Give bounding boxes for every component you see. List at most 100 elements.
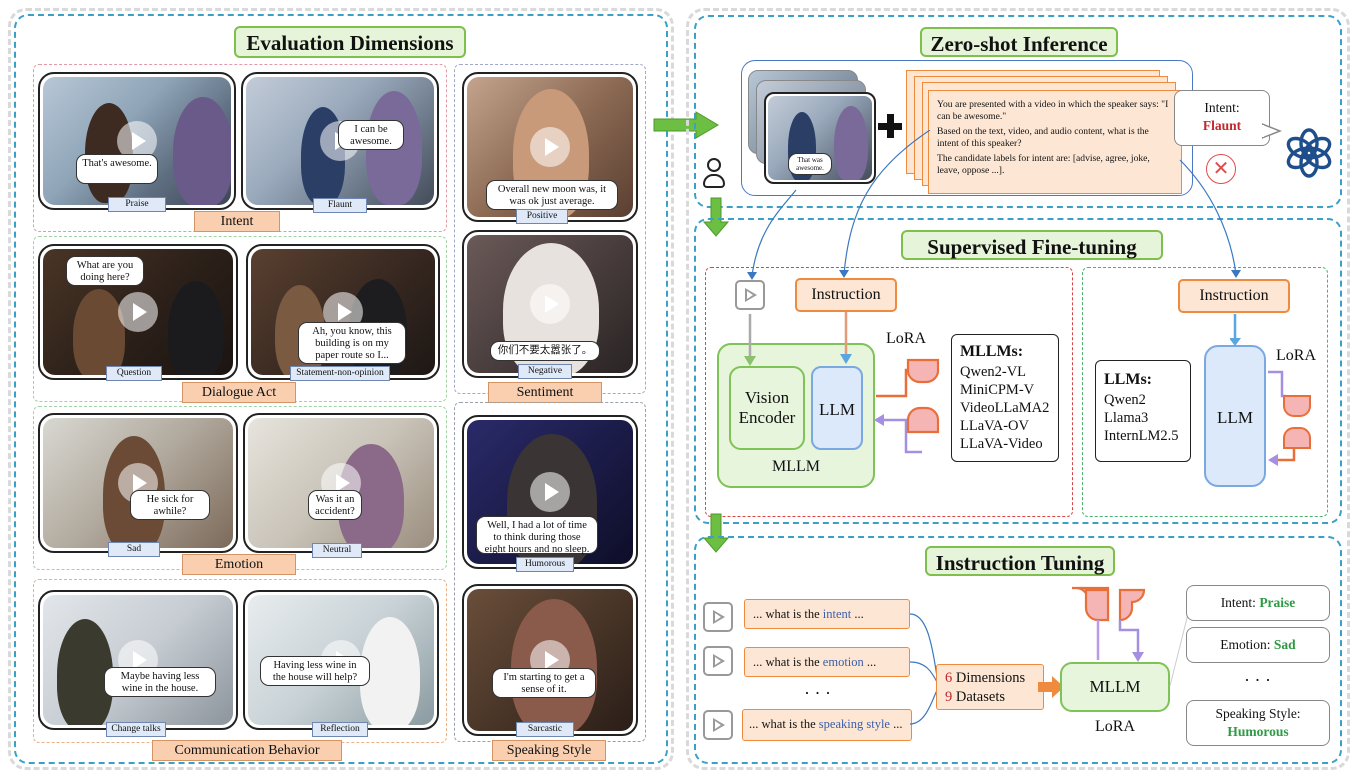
it-video-icon-2 [703, 646, 733, 676]
speaking-style-clip-1-tag: Humorous [516, 557, 574, 572]
prompt-line-3: The candidate labels for intent are: [ad… [937, 153, 1150, 176]
datasets-line: 9 Datasets [945, 688, 1035, 707]
video-frame [43, 595, 233, 725]
llm-label: LLM [819, 400, 855, 419]
it-prompt-keyword: intent [822, 607, 852, 621]
datasets-text: Datasets [955, 689, 1005, 705]
it-output-speaking-style: Speaking Style: Humorous [1186, 700, 1330, 746]
intent-clip-2-bubble: I can be awesome. [338, 120, 404, 150]
intent-clip-1-bubble: That's awesome. [76, 154, 158, 184]
person-figure [360, 617, 420, 725]
it-output-emotion: Emotion: Sad [1186, 627, 1330, 663]
it-video-icon-1 [703, 602, 733, 632]
datasets-count: 9 [945, 689, 953, 705]
it-prompt-keyword: emotion [822, 655, 864, 669]
speaking-style-clip-2-bubble: I'm starting to get a sense of it. [492, 668, 596, 698]
emotion-clip-2[interactable] [243, 413, 439, 553]
green-down-arrow-icon-2 [703, 513, 729, 553]
it-video-icon-3 [703, 710, 733, 740]
sft-llm-lora-label: LoRA [1276, 347, 1316, 364]
dialogue-act-clip-2-bubble: Ah, you know, this building is on my pap… [298, 322, 406, 364]
speaking-style-clip-2[interactable] [462, 584, 638, 736]
mllm-label: MLLM [772, 458, 820, 475]
sentiment-clip-2-tag: Negative [518, 364, 572, 379]
it-prompt-intent: ... what is the intent ... [744, 599, 910, 629]
it-lora-adapter-icon [1072, 586, 1146, 662]
evaluation-dimensions-panel [14, 14, 668, 764]
llm-lora-arrows [1230, 314, 1296, 466]
answer-value: Flaunt [1202, 118, 1242, 133]
llm-box: LLM [1204, 345, 1266, 487]
output-prefix: Intent: [1220, 595, 1256, 610]
it-prompt-emotion: ... what is the emotion ... [744, 647, 910, 677]
communication-clip-2-bubble: Having less wine in the house will help? [260, 656, 370, 686]
speaking-style-label: Speaking Style [492, 740, 606, 761]
communication-clip-1-tag: Change talks [106, 722, 166, 737]
vision-encoder-label: Vision Encoder [738, 388, 796, 427]
speaking-style-clip-1-bubble: Well, I had a lot of time to think durin… [476, 516, 598, 555]
openai-logo-icon [1286, 128, 1332, 178]
it-output-connectors [1169, 605, 1191, 687]
dialogue-act-clip-2-tag: Statement-non-opinion [290, 366, 390, 381]
zero-shot-to-sft-connectors [747, 130, 1241, 280]
sentiment-clip-1-bubble: Overall new moon was, it was ok just ave… [486, 180, 618, 210]
emotion-clip-1[interactable] [38, 413, 238, 553]
person-figure [173, 97, 231, 205]
play-icon [118, 292, 158, 332]
output-prefix: Emotion: [1220, 637, 1271, 652]
play-icon [530, 127, 570, 167]
output-value: Sad [1273, 637, 1296, 652]
evaluation-dimensions-title: Evaluation Dimensions [234, 26, 466, 58]
intent-clip-1-tag: Praise [108, 197, 166, 212]
left-panel-outer [8, 8, 674, 770]
mllm-item: LLaVA-Video [960, 436, 1043, 452]
green-down-arrow-icon [703, 197, 729, 237]
emotion-clip-2-bubble: Was it an accident? [308, 490, 362, 520]
dimensions-count: 6 [945, 670, 953, 686]
llm-box-mllm: LLM [811, 366, 863, 450]
emotion-clip-1-tag: Sad [108, 542, 160, 557]
mllm-item: LLaVA-OV [960, 418, 1029, 434]
it-prompt-prefix: ... what is the [753, 607, 820, 621]
mllms-list-box: MLLMs: Qwen2-VL MiniCPM-V VideoLLaMA2 LL… [951, 334, 1059, 462]
orange-arrow-icon [1038, 676, 1064, 698]
intent-clip-1[interactable] [38, 72, 236, 210]
vision-encoder-box: Vision Encoder [729, 366, 805, 450]
video-frame [467, 589, 633, 731]
zero-shot-video-thumb[interactable] [764, 92, 876, 184]
play-icon [530, 472, 570, 512]
intent-clip-2-tag: Flaunt [313, 198, 367, 213]
dialogue-act-clip-1-bubble: What are you doing here? [66, 256, 144, 286]
communication-clip-1[interactable] [38, 590, 238, 730]
zero-shot-answer: Intent: Flaunt [1174, 90, 1270, 146]
instruction-tuning-title: Instruction Tuning [925, 546, 1115, 576]
plus-icon [878, 114, 902, 138]
output-prefix: Speaking Style: [1215, 706, 1301, 721]
sentiment-label: Sentiment [488, 382, 602, 403]
answer-tail-icon [1262, 123, 1282, 139]
it-prompt-suffix: ... [893, 717, 903, 731]
sentiment-clip-1-tag: Positive [516, 209, 568, 224]
zero-shot-title: Zero-shot Inference [920, 27, 1118, 57]
prompt-line-2: Based on the text, video, and audio cont… [937, 126, 1149, 149]
dialogue-act-label: Dialogue Act [182, 382, 296, 403]
llms-title: LLMs: [1104, 371, 1152, 388]
it-mllm-box: MLLM [1060, 662, 1170, 712]
person-figure [168, 281, 224, 375]
video-frame [43, 77, 231, 205]
sentiment-clip-2-bubble: 你们不要太嚣张了。 [490, 341, 600, 361]
sft-instruction-llm: Instruction [1178, 279, 1290, 313]
it-mllm-label: MLLM [1089, 677, 1141, 696]
user-icon [703, 158, 725, 190]
zero-shot-thumb-bubble: That was awesome. [788, 153, 832, 175]
it-output-intent: Intent: Praise [1186, 585, 1330, 621]
dimensions-text: Dimensions [955, 670, 1026, 686]
mllm-item: MiniCPM-V [960, 382, 1035, 398]
answer-prefix: Intent: [1204, 100, 1240, 115]
mllm-item: VideoLLaMA2 [960, 400, 1050, 416]
instruction-tuning-panel [694, 536, 1342, 764]
communication-clip-2-tag: Reflection [312, 722, 368, 737]
cross-circle-icon: ✕ [1206, 154, 1236, 184]
emotion-label: Emotion [182, 554, 296, 575]
sft-instruction-mllm: Instruction [795, 278, 897, 312]
